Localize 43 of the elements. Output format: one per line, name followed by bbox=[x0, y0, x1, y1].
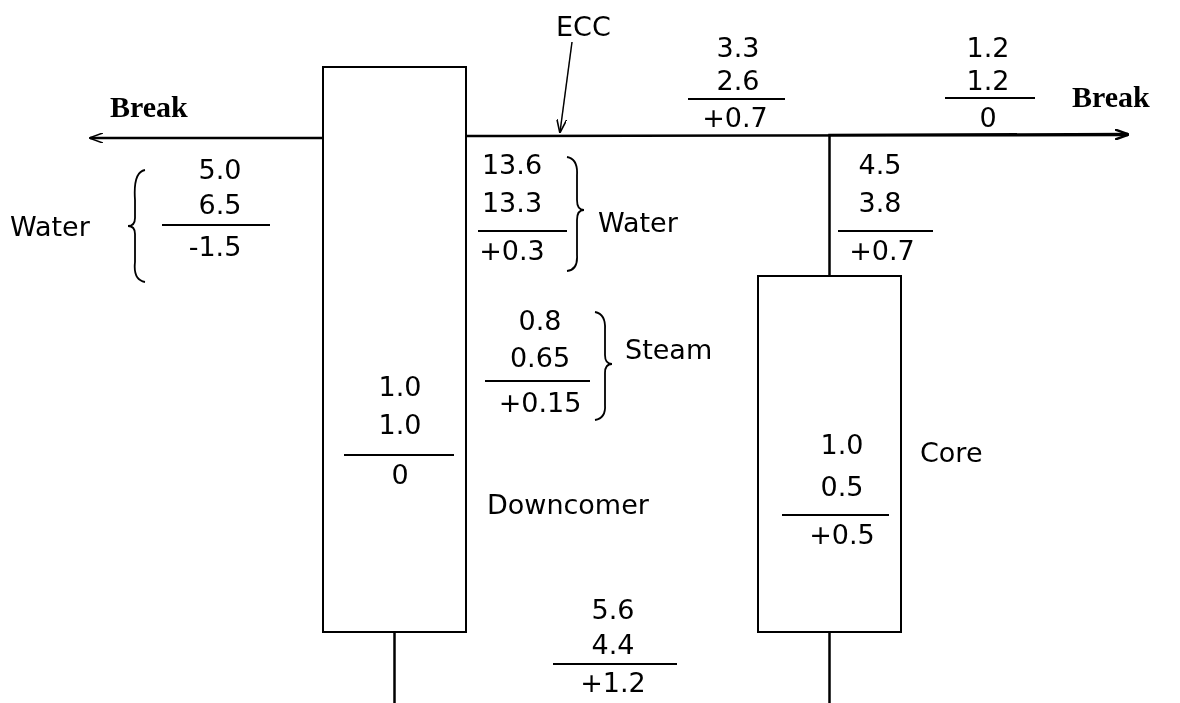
phase-label: Water bbox=[598, 208, 678, 238]
pipe-line bbox=[393, 633, 396, 703]
flow-value: 13.6 bbox=[481, 150, 543, 180]
flow-value: 2.6 bbox=[716, 66, 760, 96]
flow-arrow bbox=[467, 129, 1130, 141]
pipe-line bbox=[828, 633, 831, 703]
flow-value: +0.7 bbox=[702, 103, 768, 133]
flow-value: -1.5 bbox=[188, 232, 242, 262]
flow-value: 5.0 bbox=[198, 155, 242, 185]
flow-value: +0.5 bbox=[809, 520, 875, 550]
flow-value: +0.15 bbox=[498, 388, 582, 418]
injection-label: ECC bbox=[556, 12, 611, 42]
flow-value: 4.5 bbox=[858, 150, 902, 180]
component-label: Downcomer bbox=[487, 490, 649, 520]
leader-line bbox=[555, 41, 573, 134]
flow-arrow bbox=[828, 128, 1130, 275]
flow-value: 13.3 bbox=[481, 188, 543, 218]
flow-value: 0.8 bbox=[518, 306, 562, 336]
flow-value: +1.2 bbox=[580, 668, 646, 698]
vessel-box bbox=[757, 275, 902, 633]
flow-value: 0 bbox=[391, 460, 409, 490]
flow-value: +0.7 bbox=[849, 236, 915, 266]
flow-value: 4.4 bbox=[591, 630, 635, 660]
flow-value: 0.5 bbox=[820, 472, 864, 502]
flow-value: 1.0 bbox=[378, 372, 422, 402]
component-label: Core bbox=[920, 438, 983, 468]
flow-value: 1.2 bbox=[966, 33, 1010, 63]
flow-value: 3.3 bbox=[716, 33, 760, 63]
flow-value: 0.65 bbox=[509, 343, 571, 373]
phase-label: Water bbox=[10, 212, 90, 242]
phase-label: Steam bbox=[625, 335, 713, 365]
flow-value: 1.0 bbox=[378, 410, 422, 440]
break-label: Break bbox=[1072, 80, 1150, 114]
break-label: Break bbox=[110, 90, 188, 124]
flow-value: 1.2 bbox=[966, 66, 1010, 96]
flow-value: 3.8 bbox=[858, 188, 902, 218]
flow-value: +0.3 bbox=[479, 236, 545, 266]
flow-value: 0 bbox=[979, 103, 997, 133]
flow-value: 1.0 bbox=[820, 430, 864, 460]
flow-value: 6.5 bbox=[198, 190, 242, 220]
vessel-box bbox=[322, 66, 467, 633]
flow-value: 5.6 bbox=[591, 595, 635, 625]
flow-arrow bbox=[88, 132, 322, 144]
